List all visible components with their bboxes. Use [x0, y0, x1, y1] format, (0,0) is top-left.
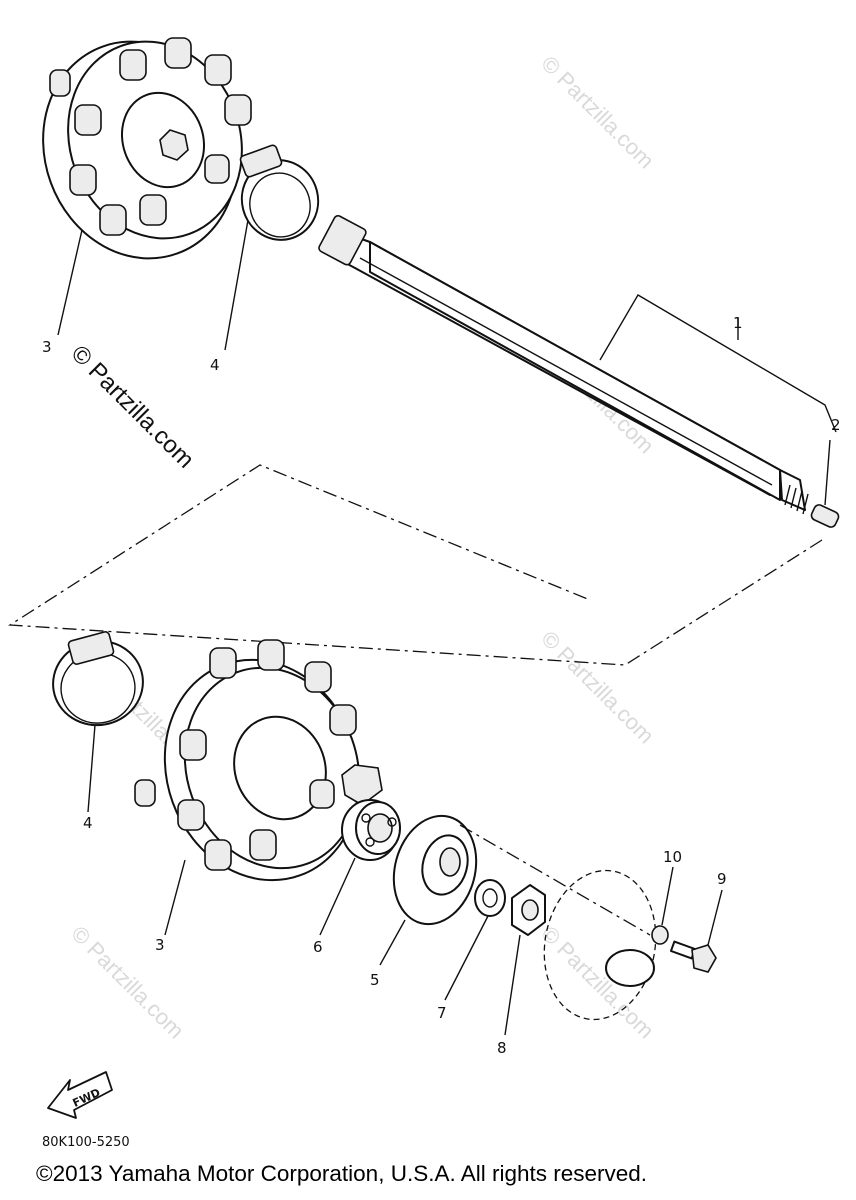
callout-3-upper: 3 [42, 338, 52, 356]
upper-leaders [57, 219, 837, 506]
watermark-4: © Partzilla.com [536, 626, 659, 749]
lower-sprocket [134, 639, 383, 882]
drawing-code: 80K100-5250 [42, 1135, 130, 1150]
assembly-outline [7, 464, 823, 666]
watermark-main: © Partzilla.com [66, 340, 199, 473]
callout-3-lower: 3 [155, 936, 165, 954]
lower-clamp [52, 631, 144, 727]
upper-clamp [239, 144, 320, 241]
callout-7: 7 [437, 1004, 447, 1022]
callout-2: 2 [831, 416, 841, 434]
lock-nut [511, 884, 546, 936]
callout-8: 8 [497, 1039, 507, 1057]
exploded-parts-diagram: © Partzilla.com © Partzilla.com © Partzi… [7, 37, 841, 1150]
callout-4-lower: 4 [83, 814, 93, 832]
callout-4-upper: 4 [210, 356, 220, 374]
callout-6: 6 [313, 938, 323, 956]
upper-sprocket [42, 37, 252, 260]
watermark-6: © Partzilla.com [66, 921, 189, 1044]
copyright-text: ©2013 Yamaha Motor Corporation, U.S.A. A… [36, 1161, 648, 1186]
drive-shaft [318, 214, 809, 515]
bearing-housing [459, 824, 657, 1021]
washer [474, 879, 506, 917]
bearing [341, 799, 401, 861]
shaft-end-nut [810, 504, 840, 528]
bearing-flange [392, 814, 478, 926]
callout-labels: 1 2 3 4 4 3 6 5 7 8 10 9 [42, 314, 841, 1057]
fwd-arrow-icon: FWD [47, 1071, 113, 1119]
callout-10: 10 [663, 848, 682, 866]
callout-9: 9 [717, 870, 727, 888]
callout-5: 5 [370, 971, 380, 989]
lower-leaders [87, 724, 723, 1036]
callout-1: 1 [733, 314, 743, 332]
hex-bolt [669, 940, 717, 973]
watermark-1: © Partzilla.com [536, 51, 659, 174]
lock-washer [651, 925, 669, 945]
